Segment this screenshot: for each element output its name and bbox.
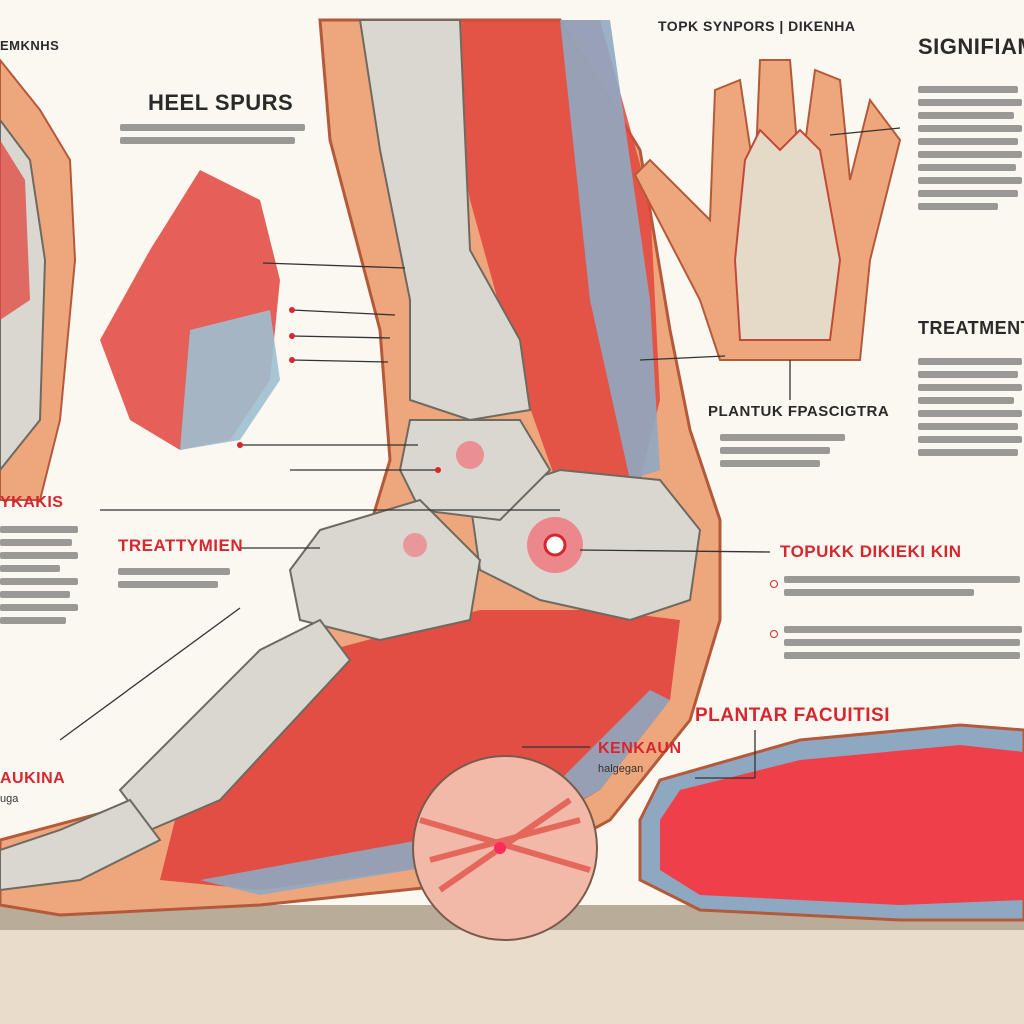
- label-kenkaun: KENKAUN: [598, 740, 682, 757]
- floor-base: [0, 930, 1024, 1024]
- label-plantar-facuitisi: PLANTAR FACUITISI: [695, 705, 890, 726]
- left-foot-muscle: [0, 140, 30, 320]
- plantar-hand-desc-lines: [720, 428, 850, 473]
- tibia-bone: [358, 19, 532, 422]
- topukk-desc-lines-1: [784, 570, 1024, 602]
- top-right-desc-lines: [918, 80, 1024, 216]
- label-left-low-sub: uga: [0, 793, 19, 805]
- left-mid-desc-lines: [0, 520, 80, 630]
- label-topukk: TOPUKK DIKIEKI KIN: [780, 542, 962, 561]
- label-left-mid: YKAKIS: [0, 494, 64, 511]
- ankle-inflammation: [456, 441, 484, 469]
- orthotic-insole-top: [660, 745, 1024, 905]
- heel-spurs-desc-lines: [120, 118, 310, 150]
- toe-bones: [0, 798, 162, 892]
- label-left-low: AUKINA: [0, 770, 66, 787]
- label-treatment-right: TREATMENT: [918, 318, 1024, 338]
- fascia-closeup-point: [494, 842, 506, 854]
- label-plantar-hand: PLANTUK FPASCIGTRA: [708, 403, 890, 420]
- bullet-1: [770, 580, 778, 588]
- treatment-left-desc-lines: [118, 562, 238, 594]
- leader-dots: [237, 307, 441, 473]
- label-top-right: SIGNIFIAMT: [918, 34, 1024, 59]
- heel-spur-inset-bone: [180, 310, 280, 450]
- label-kenkaun-sub: halgegan: [598, 763, 644, 775]
- calcaneus-bone: [468, 468, 702, 622]
- hand-bones: [733, 128, 842, 341]
- label-treatment-left: TREATTYMIEN: [118, 536, 244, 555]
- label-top-center: TOPK SYNPORS | DIKENHA: [658, 18, 856, 34]
- label-heel-spurs: HEEL SPURS: [148, 90, 294, 115]
- treatment-right-desc-lines: [918, 352, 1024, 462]
- topukk-desc-lines-2: [784, 620, 1024, 665]
- heel-inflammation-core: [543, 533, 567, 557]
- midfoot-inflammation: [403, 533, 427, 557]
- achilles-tendon: [560, 20, 660, 480]
- leader-lines: [59, 127, 901, 779]
- bullet-2: [770, 630, 778, 638]
- label-top-left: EMKNHS: [0, 38, 60, 53]
- plantar-muscles: [160, 610, 680, 890]
